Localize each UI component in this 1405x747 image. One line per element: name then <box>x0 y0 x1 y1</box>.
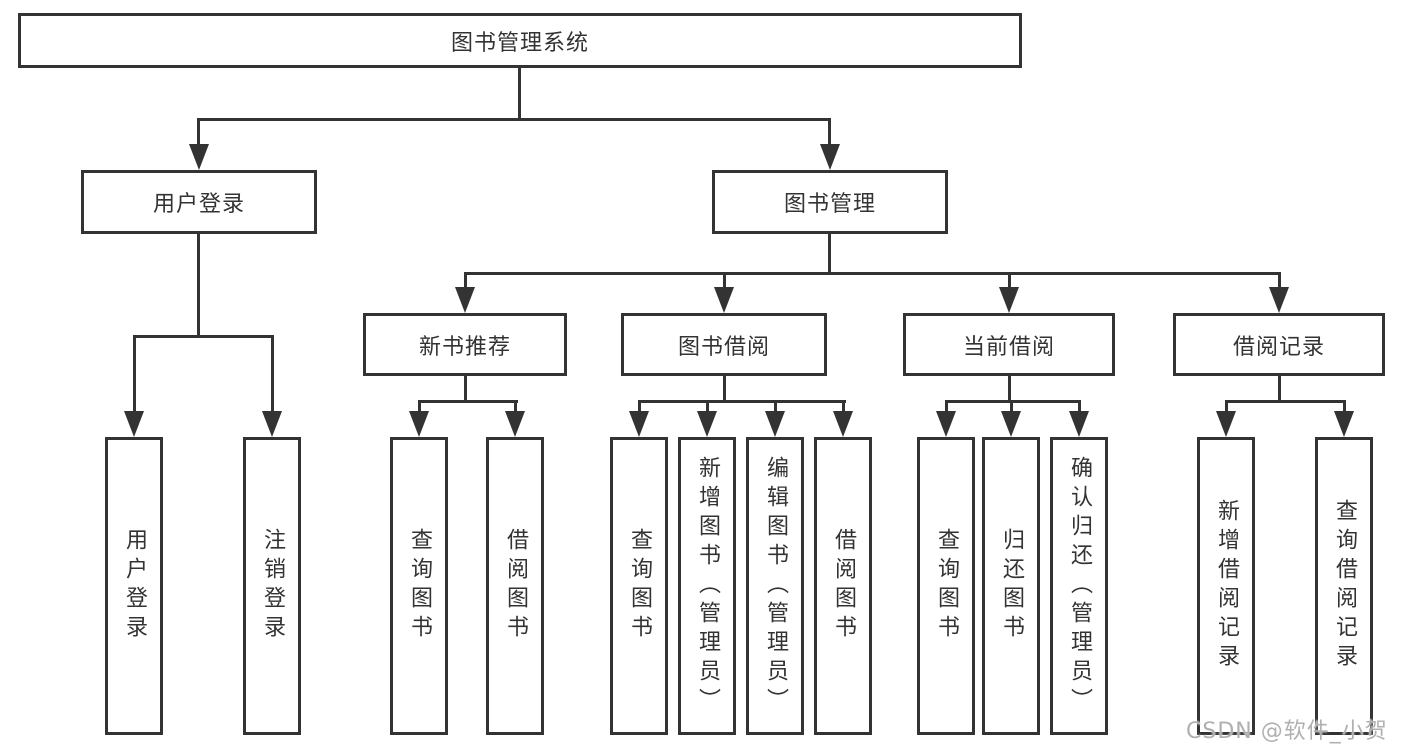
connector-leaf-stem <box>774 400 777 414</box>
arrowhead-down-icon <box>409 411 429 437</box>
leaf-user-login: 用户登录 <box>105 437 163 735</box>
leaf-borrow-books: 借阅图书 <box>814 437 872 735</box>
arrowhead-down-icon <box>697 411 717 437</box>
leaf-logout-login: 注销登录 <box>243 437 301 735</box>
connector-leaf-stem <box>418 400 421 414</box>
arrowhead-down-icon <box>1334 411 1354 437</box>
connector-level3-stem <box>1278 272 1281 291</box>
node-book-borrowing: 图书借阅 <box>621 313 827 376</box>
node-book-management: 图书管理 <box>712 170 948 234</box>
arrowhead-down-icon <box>820 144 840 170</box>
connector-level1-hbar <box>197 118 831 121</box>
connector-borrowing-hbar <box>638 400 846 403</box>
arrowhead-down-icon <box>1069 411 1089 437</box>
leaf-confirm-return-admin: 确认归还（管理员） <box>1050 437 1108 735</box>
connector-leaf-stem <box>638 400 641 414</box>
connector-level3-stem <box>723 272 726 291</box>
connector-leaf-stem <box>842 400 845 414</box>
connector-user-login-drop <box>197 234 200 337</box>
arrowhead-down-icon <box>1269 287 1289 313</box>
node-new-book-recommendation: 新书推荐 <box>363 313 567 376</box>
connector-current-hbar <box>945 400 1081 403</box>
connector-leaf-stem <box>945 400 948 414</box>
leaf-query-books-current: 查询图书 <box>917 437 975 735</box>
arrowhead-down-icon <box>1216 411 1236 437</box>
connector-leaf-stem <box>1010 400 1013 414</box>
connector-borrowing-drop <box>723 376 726 402</box>
connector-leaf-stem <box>1078 400 1081 414</box>
node-user-login: 用户登录 <box>81 170 317 234</box>
connector-level3-stem <box>464 272 467 291</box>
connector-leaf-stem <box>706 400 709 414</box>
connector-book-management-drop <box>828 234 831 274</box>
connector-level3-hbar <box>464 272 1281 275</box>
leaf-add-books-admin: 新增图书（管理员） <box>678 437 736 735</box>
connector-root-stem <box>518 68 521 120</box>
leaf-query-borrow-record: 查询借阅记录 <box>1315 437 1373 735</box>
connector-user-login-stem <box>197 118 200 148</box>
arrowhead-down-icon <box>629 411 649 437</box>
leaf-query-books-recommend: 查询图书 <box>390 437 448 735</box>
connector-records-hbar <box>1225 400 1346 403</box>
arrowhead-down-icon <box>505 411 525 437</box>
connector-recommend-hbar <box>418 400 518 403</box>
arrowhead-down-icon <box>455 287 475 313</box>
connector-book-management-stem <box>828 118 831 148</box>
arrowhead-down-icon <box>999 287 1019 313</box>
leaf-return-books: 归还图书 <box>982 437 1040 735</box>
leaf-query-books-borrow: 查询图书 <box>610 437 668 735</box>
arrowhead-down-icon <box>765 411 785 437</box>
connector-records-drop <box>1278 376 1281 402</box>
csdn-watermark: CSDN @软件_小贺同学 <box>1186 719 1388 744</box>
connector-leaf-stem <box>271 335 274 415</box>
connector-leaf-stem <box>133 335 136 415</box>
node-current-borrowing: 当前借阅 <box>903 313 1115 376</box>
arrowhead-down-icon <box>262 411 282 437</box>
arrowhead-down-icon <box>833 411 853 437</box>
connector-recommend-drop <box>464 376 467 402</box>
leaf-add-borrow-record: 新增借阅记录 <box>1197 437 1255 735</box>
connector-leaf-stem <box>1343 400 1346 414</box>
leaf-edit-books-admin: 编辑图书（管理员） <box>746 437 804 735</box>
arrowhead-down-icon <box>124 411 144 437</box>
arrowhead-down-icon <box>1001 411 1021 437</box>
node-system-root: 图书管理系统 <box>18 13 1022 68</box>
leaf-borrow-books-recommend: 借阅图书 <box>486 437 544 735</box>
connector-leaf-stem <box>514 400 517 414</box>
arrowhead-down-icon <box>189 144 209 170</box>
arrowhead-down-icon <box>936 411 956 437</box>
connector-leaf-stem <box>1225 400 1228 414</box>
connector-current-drop <box>1008 376 1011 402</box>
connector-level3-stem <box>1008 272 1011 291</box>
arrowhead-down-icon <box>714 287 734 313</box>
node-borrowing-records: 借阅记录 <box>1173 313 1385 376</box>
connector-user-login-hbar <box>133 335 274 338</box>
